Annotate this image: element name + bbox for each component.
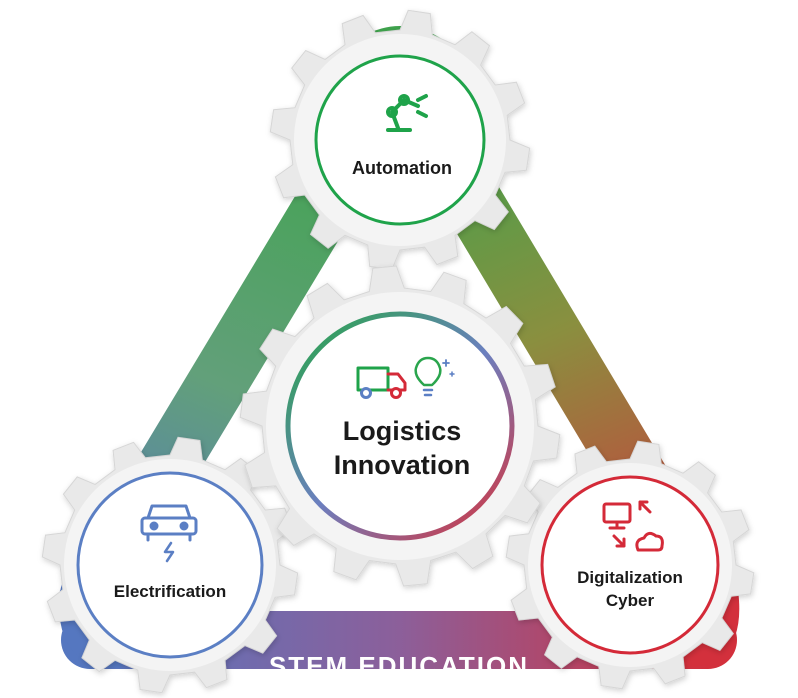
electrification-ring	[76, 471, 264, 659]
electrification-label: Electrification	[114, 582, 226, 601]
center-title-line1: Logistics	[343, 416, 462, 446]
center-title-line2: Innovation	[334, 450, 471, 480]
automation-label: Automation	[352, 158, 452, 178]
automation-ring	[314, 54, 486, 226]
cyber-label: Cyber	[606, 591, 655, 610]
digitalization-label: Digitalization	[577, 568, 683, 587]
delivery-truck-icon	[356, 366, 407, 399]
digitalization-ring	[540, 475, 720, 655]
logistics-ring	[285, 311, 515, 541]
band-label-stem-education: STEM EDUCATION	[269, 651, 529, 681]
lightbulb-icon	[414, 356, 455, 397]
robot-arm-icon	[386, 94, 428, 132]
digital-cloud-icon	[602, 500, 664, 552]
electric-car-icon	[140, 504, 198, 563]
